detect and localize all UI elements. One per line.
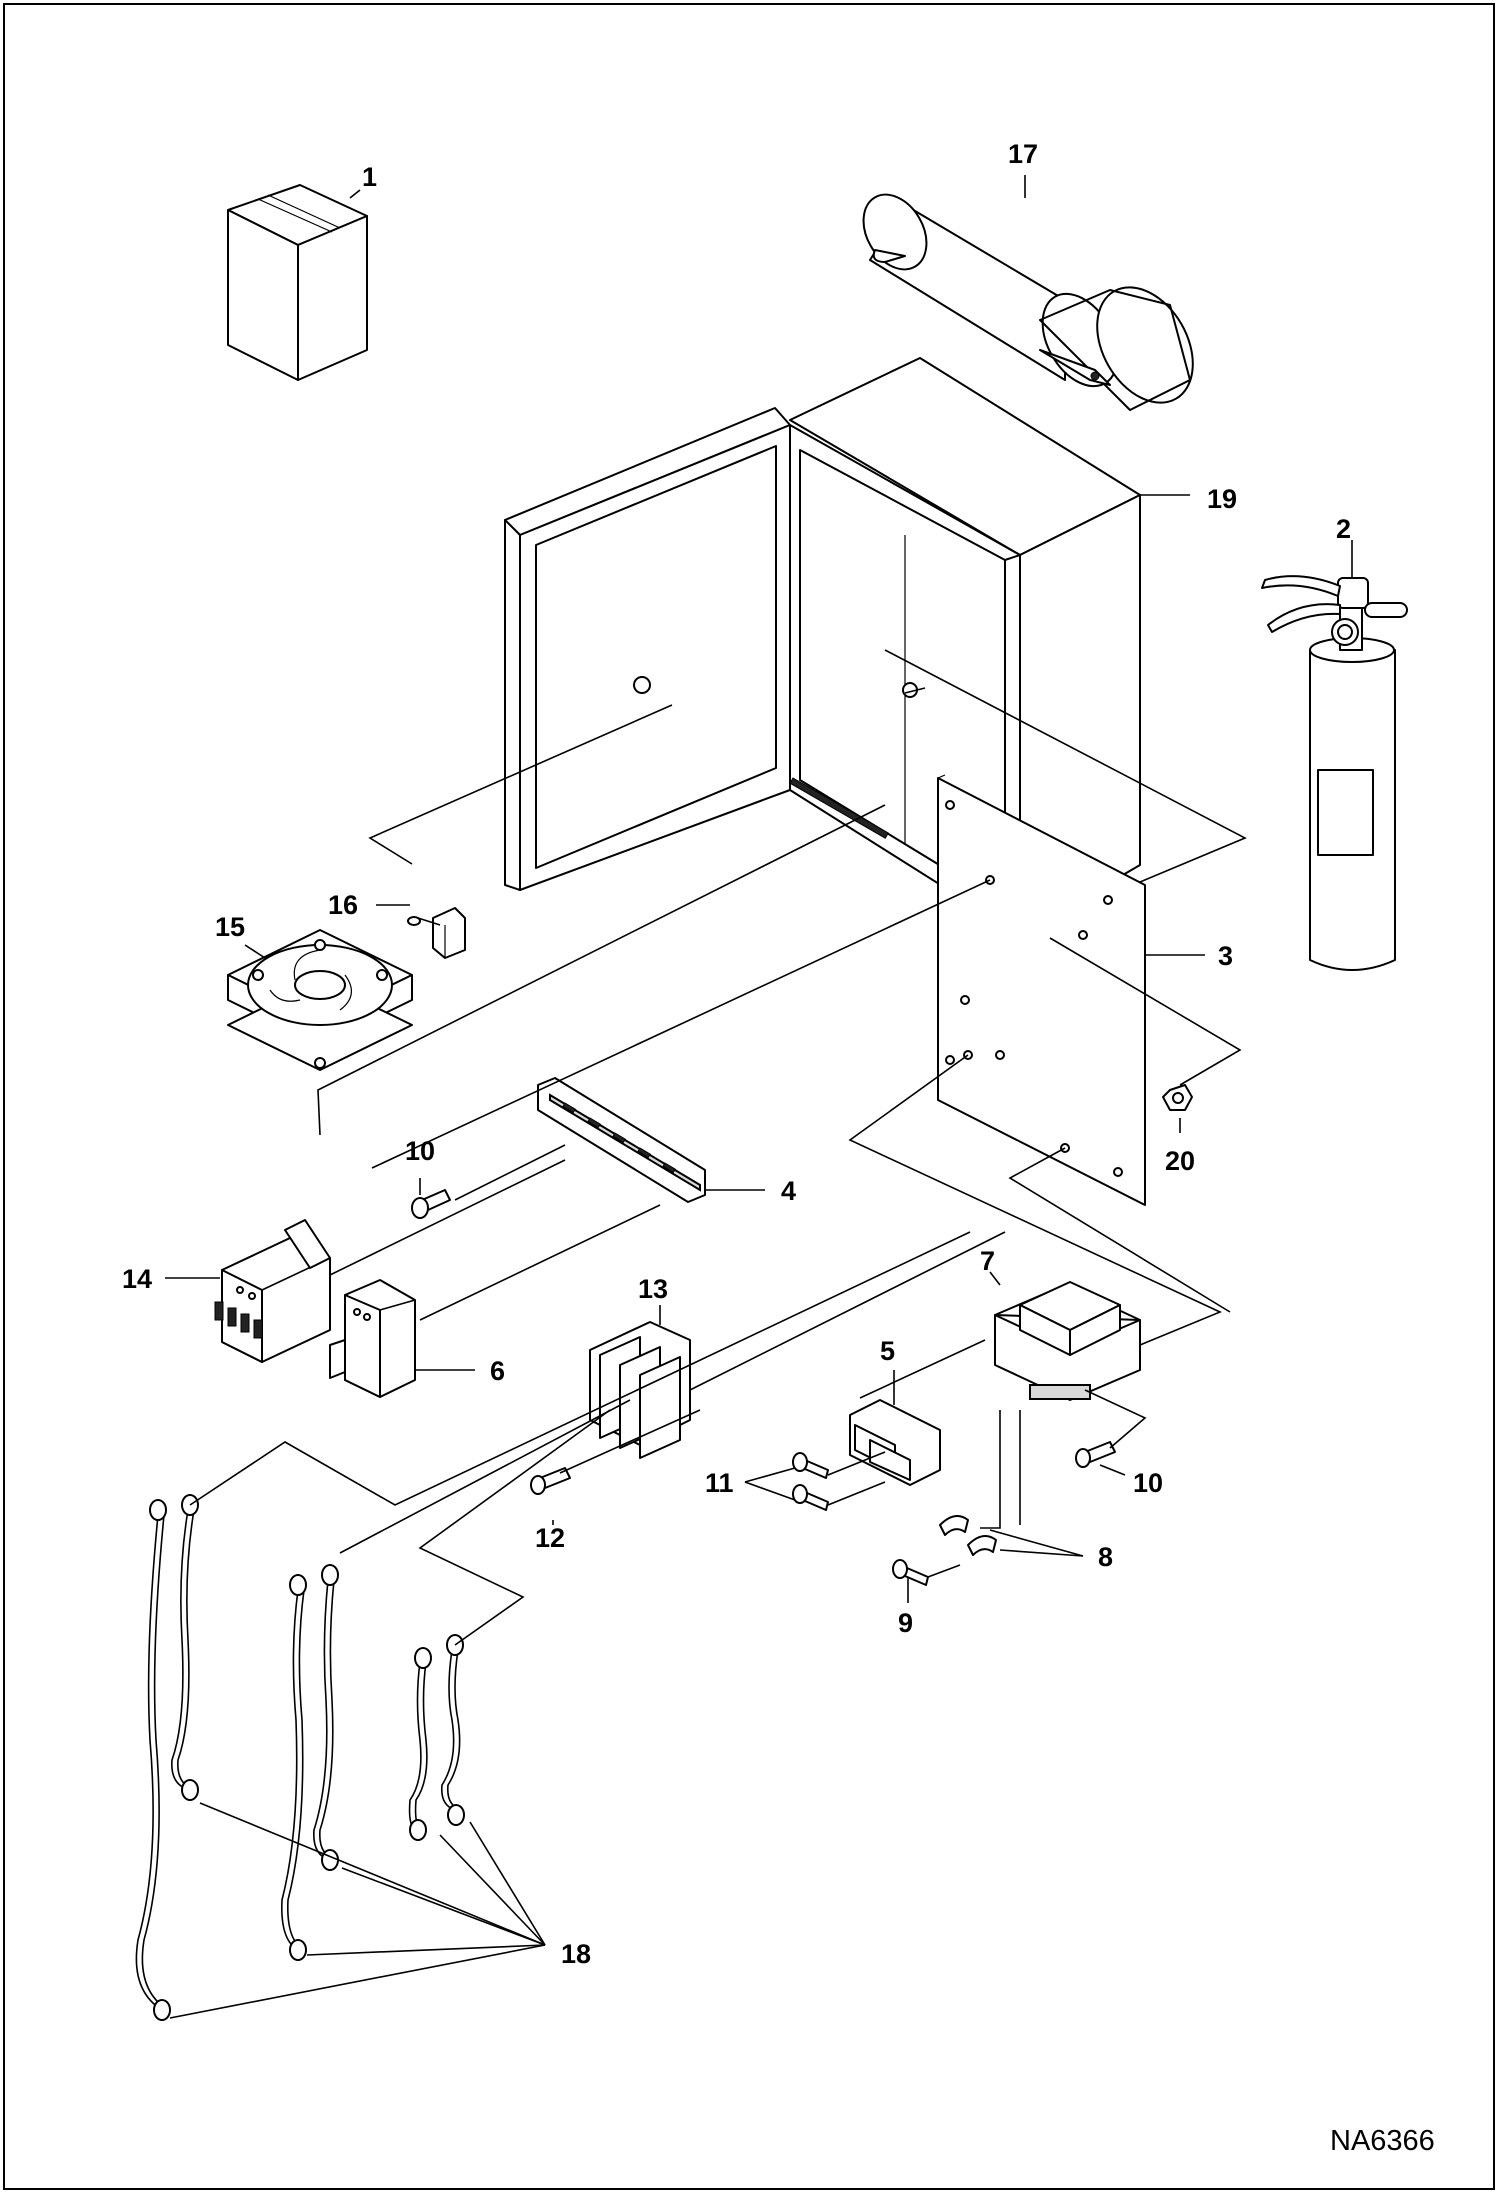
part-17-light-cylinder (862, 193, 1194, 411)
callout-1: 1 (362, 162, 377, 192)
part-10-screw-lower (1075, 1441, 1116, 1468)
callout-20: 20 (1165, 1146, 1195, 1176)
callout-10-upper: 10 (405, 1136, 435, 1166)
part-20-nut (1162, 1084, 1193, 1111)
part-15-fan (227, 929, 413, 1071)
drawing-code: NA6366 (1330, 2125, 1435, 2157)
callout-15: 15 (215, 912, 245, 942)
part-2-fire-extinguisher (1261, 560, 1408, 971)
part-16-latch (407, 907, 466, 959)
part-14-contactor (214, 1219, 331, 1363)
callout-14: 14 (122, 1264, 152, 1294)
part-7-transformer (994, 1281, 1141, 1401)
drawing-frame (3, 3, 1495, 2190)
part-4-din-rail (537, 1077, 706, 1203)
callout-6: 6 (490, 1356, 505, 1386)
callout-labels: 1 2 3 4 5 6 7 8 9 10 10 11 12 13 14 15 1… (122, 139, 1351, 1969)
part-11-screws (792, 1452, 829, 1511)
callout-5: 5 (880, 1336, 895, 1366)
callout-13: 13 (638, 1274, 668, 1304)
part-3-mounting-panel (937, 774, 1146, 1206)
callout-11: 11 (705, 1468, 734, 1498)
callout-16: 16 (328, 890, 358, 920)
callout-9: 9 (898, 1608, 913, 1638)
part-8-clamps (939, 1515, 997, 1556)
callout-7: 7 (980, 1246, 995, 1276)
callout-17: 17 (1008, 139, 1038, 169)
assembly-lines (189, 649, 1247, 1646)
part-5-terminal (849, 1399, 941, 1486)
part-10-screw-upper (411, 1189, 451, 1219)
part-1-box (227, 184, 368, 381)
callout-2: 2 (1336, 514, 1351, 544)
part-18-cables (133, 1494, 465, 2021)
callout-4: 4 (781, 1176, 796, 1206)
callout-leaders (165, 175, 1353, 2019)
callout-12: 12 (535, 1523, 565, 1553)
callout-3: 3 (1218, 941, 1233, 971)
callout-19: 19 (1207, 484, 1237, 514)
part-9-screw (892, 1559, 929, 1586)
part-12-screw (530, 1467, 571, 1495)
callout-10-lower: 10 (1133, 1468, 1163, 1498)
callout-8: 8 (1098, 1542, 1113, 1572)
part-6-circuit-breaker (329, 1279, 416, 1398)
callout-18: 18 (561, 1939, 591, 1969)
